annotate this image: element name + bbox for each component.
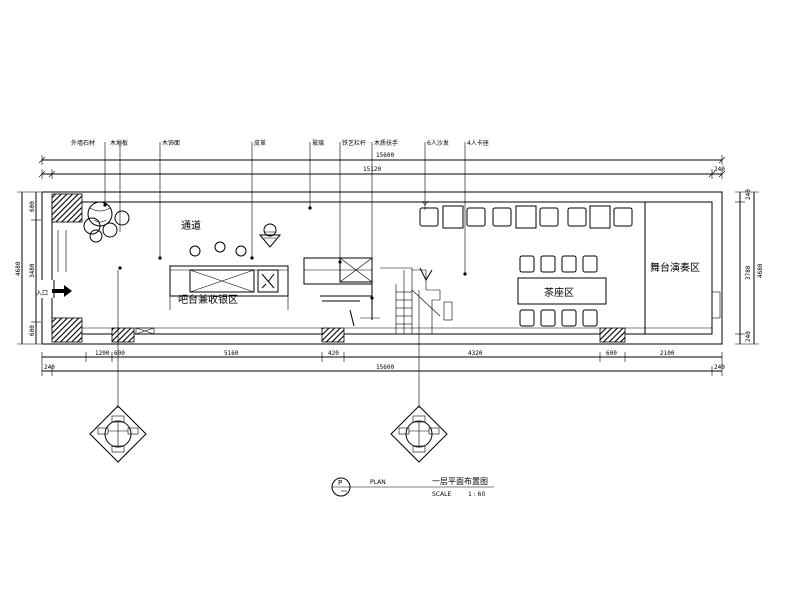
dimension-text: 600	[29, 201, 36, 212]
dimension-text: 240	[745, 331, 752, 342]
staircase	[303, 257, 453, 334]
bar-stool-icon	[189, 241, 247, 257]
ceiling-lamp-icon	[258, 223, 282, 248]
callout-label: 木质扶手	[374, 139, 398, 147]
dimension-text: 420	[328, 350, 339, 357]
dimension-text: 4680	[15, 261, 22, 276]
dimension-text: 600	[606, 350, 617, 357]
column-bottom	[321, 327, 345, 343]
title-label-cn: 一层平面布置图	[432, 476, 488, 486]
room-label-stage: 舞台演奏区	[650, 261, 700, 274]
dimension-text: 2100	[660, 350, 675, 357]
column-bottom	[599, 327, 626, 343]
bottom-dimension-chain: 1200 600 5160 420 4320 600 2100 15600 24…	[41, 350, 725, 376]
right-dimension-chain: 240 3780 240 4680	[735, 189, 764, 345]
dimension-text: 240	[714, 166, 725, 173]
booth-seating-row	[419, 205, 633, 229]
callout-label: 6人沙发	[427, 139, 449, 147]
callout-label: 木饰面	[162, 139, 180, 147]
room-label-tea: 茶座区	[544, 286, 574, 299]
callout-label: 皮革	[254, 139, 266, 147]
column-bottom-left	[51, 317, 83, 343]
dimension-text: 1200	[95, 350, 110, 357]
dimension-text: 600	[29, 325, 36, 336]
elevation-marker-icon	[390, 290, 448, 463]
callout-label: 4人卡座	[467, 139, 489, 147]
title-marker: P	[338, 479, 342, 487]
top-dimension-chain: 15600 15120 240	[38, 152, 725, 179]
elevation-marker-icon	[89, 270, 147, 463]
dimension-text: 15600	[376, 152, 394, 159]
dimension-text: 240	[745, 189, 752, 200]
left-dimension-chain: 4680 600 3480 600	[15, 191, 41, 345]
stage-platform	[644, 201, 721, 335]
entrance-arrow-icon	[52, 285, 72, 297]
callout-label: 玻璃	[312, 139, 324, 147]
bar-counter	[169, 265, 289, 310]
dimension-text: 3780	[745, 265, 752, 280]
room-label-bar: 吧台兼收银区	[178, 293, 238, 306]
scale-value: 1 : 60	[468, 491, 485, 498]
dimension-text: 15600	[376, 364, 394, 371]
tea-table-group	[517, 255, 607, 327]
title-label-en: PLAN	[370, 479, 386, 486]
dimension-text: 3480	[29, 263, 36, 278]
column-top-left	[51, 193, 83, 223]
plant-cluster-icon	[83, 201, 130, 243]
column-bottom	[111, 327, 135, 343]
dimension-text: 4680	[757, 263, 764, 278]
tea-table	[517, 277, 607, 305]
callout-label: 铁艺栏杆	[342, 139, 366, 147]
dimension-text: 5160	[224, 350, 239, 357]
dimension-text: 600	[114, 350, 125, 357]
drawing-title-block: P PLAN 一层平面布置图 SCALE 1 : 60	[331, 476, 494, 498]
dimension-text: 15120	[363, 166, 381, 173]
dimension-text: 4320	[468, 350, 483, 357]
room-label-corridor: 通道	[181, 219, 201, 232]
callout-label: 外墙石材	[71, 139, 95, 147]
callout-label: 木地板	[110, 139, 128, 147]
scale-label: SCALE	[432, 491, 451, 498]
entrance-label: 入口	[36, 290, 48, 297]
dimension-text: 240	[714, 364, 725, 371]
callout-group-top: 外墙石材 木地板 木饰面 皮革 玻璃 铁艺栏杆 木质扶手 6人沙发 4人卡座	[71, 139, 489, 300]
dimension-text: 240	[44, 364, 55, 371]
